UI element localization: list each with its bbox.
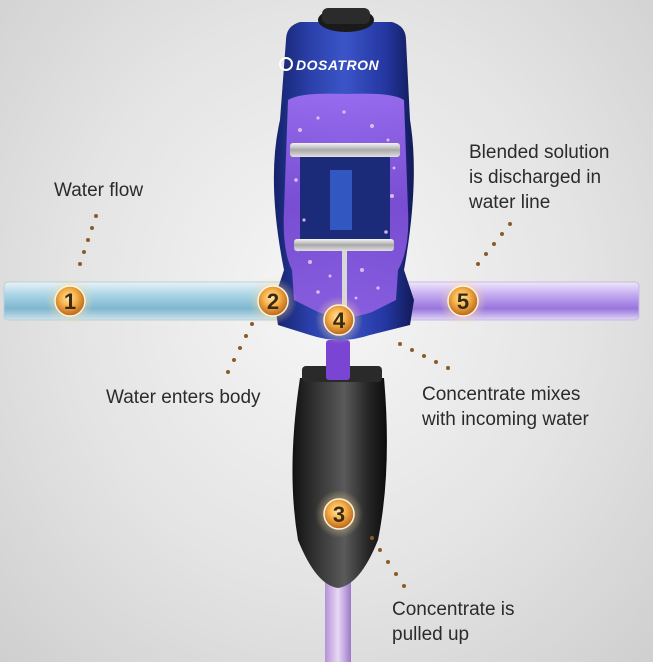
leader-line-5 <box>476 222 512 266</box>
label-blended-solution-line-1: Blended solution <box>469 142 610 163</box>
leader-line-1 <box>78 214 98 266</box>
leader-lines <box>78 214 512 588</box>
injector-connector <box>326 340 350 380</box>
piston-shine <box>330 170 352 230</box>
label-concentrate-mixes: Concentrate mixes with incoming water <box>422 382 589 432</box>
label-water-enters-body-line-1: Water enters body <box>106 387 261 408</box>
step-marker-2: 2 <box>249 277 297 325</box>
piston-bottom-plate <box>294 239 394 251</box>
label-water-flow-line-1: Water flow <box>54 180 144 201</box>
step-marker-2-number: 2 <box>267 289 279 314</box>
label-water-flow: Water flow <box>54 178 143 203</box>
label-concentrate-pulled-up-line-2: pulled up <box>392 624 470 645</box>
leader-line-3 <box>370 536 406 588</box>
step-marker-3-number: 3 <box>333 502 345 527</box>
step-marker-5-number: 5 <box>457 289 469 314</box>
step-marker-4-number: 4 <box>333 308 346 333</box>
leader-line-4 <box>398 342 450 370</box>
top-knob <box>322 8 370 24</box>
step-marker-3: 3 <box>315 490 363 538</box>
label-blended-solution: Blended solution is discharged in water … <box>469 140 610 215</box>
step-marker-1: 1 <box>46 277 94 325</box>
label-concentrate-mixes-line-1: Concentrate mixes <box>422 384 581 405</box>
leader-line-2 <box>226 322 254 374</box>
step-marker-1-number: 1 <box>64 289 76 314</box>
label-concentrate-pulled-up-line-1: Concentrate is <box>392 599 515 620</box>
injector-handle <box>292 378 387 588</box>
label-water-enters-body: Water enters body <box>106 385 261 410</box>
label-blended-solution-line-3: water line <box>469 192 551 213</box>
piston-rod <box>342 251 347 323</box>
step-marker-4: 4 <box>315 296 363 344</box>
concentrate-bubbles <box>294 110 396 300</box>
piston-top-plate <box>290 143 400 157</box>
brand-logo-icon <box>279 57 293 71</box>
label-concentrate-pulled-up: Concentrate is pulled up <box>392 597 515 647</box>
label-blended-solution-line-2: is discharged in <box>469 167 602 188</box>
step-marker-5: 5 <box>439 277 487 325</box>
label-concentrate-mixes-line-2: with incoming water <box>422 409 589 430</box>
outlet-pipe <box>394 281 640 321</box>
brand-name: DOSATRON <box>296 57 379 73</box>
